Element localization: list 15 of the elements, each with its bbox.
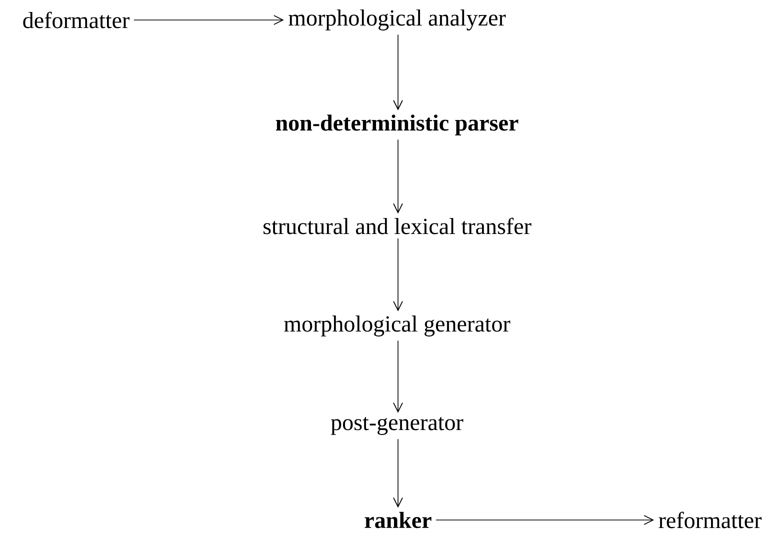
stage-label: non-deterministic parser xyxy=(276,114,518,136)
stage-label: ranker xyxy=(364,512,432,528)
stage-label: structural and lexical transfer xyxy=(264,218,532,234)
stage-label: deformatter xyxy=(23,12,130,28)
arrow xyxy=(393,34,403,110)
stage-label: post-generator xyxy=(330,417,464,435)
stage-label: morphological analyzer xyxy=(288,10,506,30)
arrow xyxy=(393,438,403,508)
arrow xyxy=(393,340,403,413)
arrow xyxy=(133,15,284,25)
arrow xyxy=(436,515,654,525)
arrow xyxy=(393,139,403,214)
arrow xyxy=(393,238,403,312)
stage-label: reformatter xyxy=(658,512,762,528)
stage-label: morphological generator xyxy=(284,316,510,336)
